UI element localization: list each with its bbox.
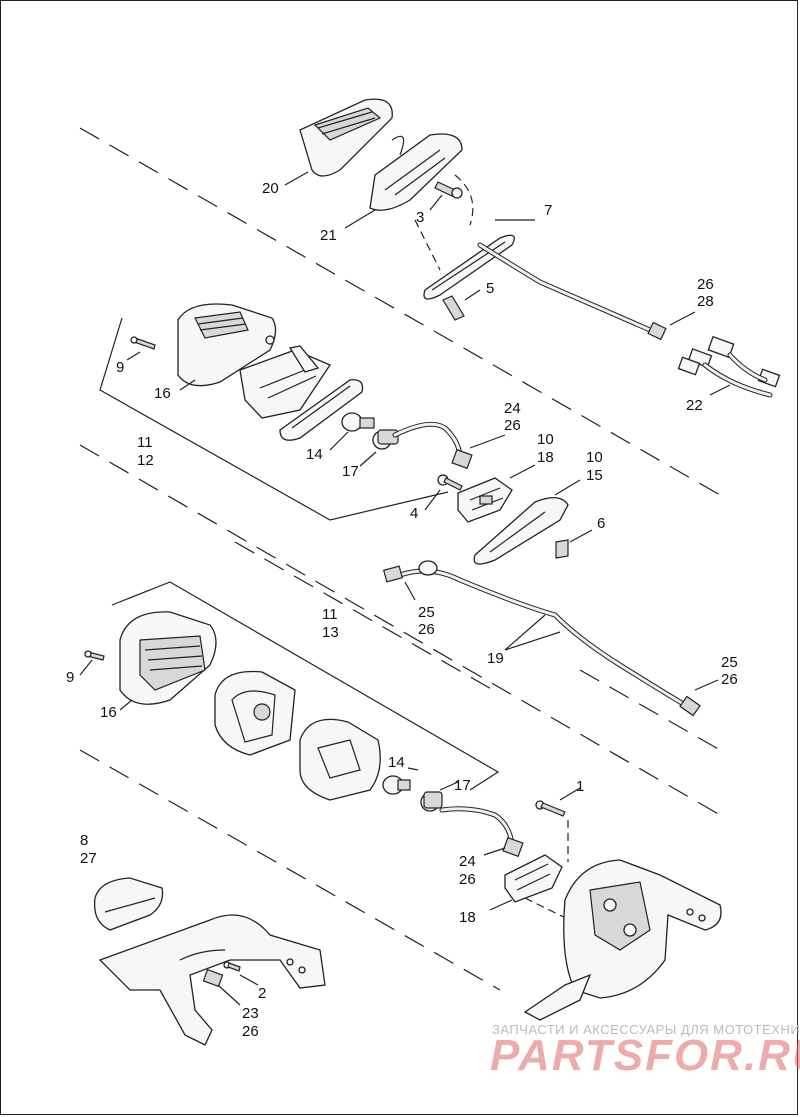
bracket-18-guide [524, 897, 581, 926]
part-17-socket-a [372, 429, 399, 450]
callout-24: 24 [459, 853, 476, 870]
part-23-26-connector [202, 968, 224, 988]
part-19-harness [382, 560, 701, 717]
part-9-screw-b [84, 650, 105, 661]
top-assembly-guides [414, 174, 474, 271]
callout-14: 14 [388, 754, 405, 771]
plate-bracket [98, 914, 326, 1046]
callout-3: 3 [416, 209, 424, 226]
callout-25: 25 [721, 654, 738, 671]
callout-26: 26 [459, 871, 476, 888]
callout-26: 26 [697, 276, 714, 293]
part-14-bulb-a [341, 412, 375, 432]
part-9-screw-a [130, 336, 156, 350]
part-gasket-a [279, 379, 364, 441]
callout-4: 4 [410, 505, 418, 522]
callout-14: 14 [306, 446, 323, 463]
callout-17: 17 [342, 463, 359, 480]
part-6-clip [555, 539, 569, 559]
callout-10: 10 [537, 431, 554, 448]
part-20-lens [299, 98, 393, 177]
callout-11: 11 [322, 606, 338, 623]
part-4-screw [437, 474, 463, 491]
callout-26: 26 [418, 621, 435, 638]
part-7-gasket [423, 234, 515, 300]
callout-15: 15 [586, 467, 603, 484]
part-22-harness [677, 335, 781, 398]
callout-19: 19 [487, 650, 504, 667]
callout-20: 20 [262, 180, 279, 197]
part-8-27-light [93, 877, 164, 931]
part-housing-a [239, 345, 331, 419]
callout-5: 5 [486, 280, 494, 297]
callout-28: 28 [697, 293, 714, 310]
mounting-bracket [523, 859, 722, 1021]
part-16-lens-b [119, 611, 217, 705]
callout-11: 11 [137, 434, 153, 451]
callout-25: 25 [418, 604, 435, 621]
callout-9: 9 [66, 669, 74, 686]
callout-6: 6 [597, 515, 605, 532]
kit-11-13-bracket [111, 581, 500, 791]
callout-26: 26 [721, 671, 738, 688]
callout-16: 16 [100, 704, 117, 721]
part-14-bulb-b [382, 775, 411, 795]
callout-9: 9 [116, 359, 124, 376]
callout-13: 13 [322, 624, 339, 641]
callout-18: 18 [537, 449, 554, 466]
callout-23: 23 [242, 1005, 259, 1022]
callout-16: 16 [154, 385, 171, 402]
part-gasket-b [299, 718, 381, 801]
kit-11-12-bracket [99, 317, 449, 521]
assembly-guide-lines [79, 127, 721, 991]
watermark-brand: PARTSFOR.RU [490, 1031, 800, 1080]
part-5-grommet [442, 295, 465, 321]
part-21-housing [369, 133, 463, 211]
callout-26: 26 [504, 417, 521, 434]
callout-10: 10 [586, 449, 603, 466]
watermark: ЗАПЧАСТИ И АКСЕССУАРЫ ДЛЯ МОТОТЕХНИКИ PA… [490, 1022, 800, 1080]
part-10-18-bracket-a [457, 477, 513, 523]
part-1-screw [535, 800, 566, 817]
callout-21: 21 [320, 227, 337, 244]
callout-24: 24 [504, 400, 521, 417]
leader-lines [79, 171, 731, 1006]
callout-labels: 20 21 3 7 5 26 28 22 9 16 11 12 14 17 24… [66, 180, 738, 1040]
part-16-lens-a [177, 303, 277, 387]
part-24-26-wire-a [392, 421, 473, 470]
callout-26: 26 [242, 1023, 259, 1040]
callout-18: 18 [459, 909, 476, 926]
callout-1: 1 [576, 778, 584, 795]
part-17-socket-b [420, 791, 443, 812]
part-24-26-wire-b [439, 806, 524, 858]
part-10-15-cover [473, 497, 569, 565]
callout-8: 8 [80, 832, 88, 849]
watermark-tagline: ЗАПЧАСТИ И АКСЕССУАРЫ ДЛЯ МОТОТЕХНИКИ [492, 1022, 800, 1037]
part-18-bracket-b [504, 854, 563, 903]
callout-17: 17 [454, 777, 471, 794]
callout-22: 22 [686, 397, 703, 414]
part-2-screw [223, 961, 241, 972]
callout-27: 27 [80, 850, 97, 867]
callout-7: 7 [544, 202, 552, 219]
part-3-screw [434, 181, 463, 199]
wire-26-28 [477, 242, 667, 341]
part-housing-b [214, 670, 296, 756]
callout-12: 12 [137, 452, 154, 469]
callout-2: 2 [258, 985, 266, 1002]
